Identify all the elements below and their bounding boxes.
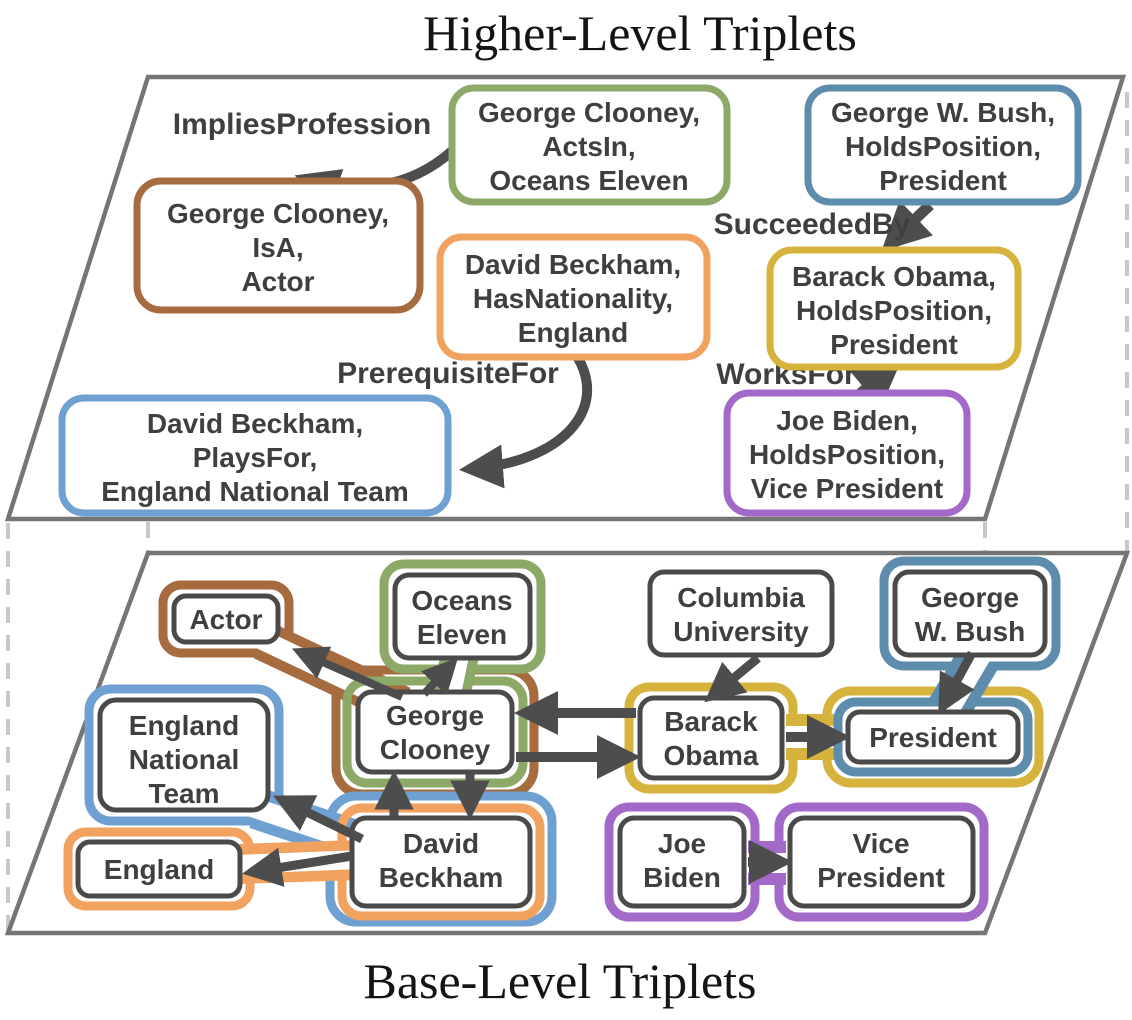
- triplet-box-obama-holds: Barack Obama, HoldsPosition, President: [766, 246, 1022, 371]
- node-oceans-eleven: Oceans Eleven: [392, 572, 533, 661]
- node-label: Beckham: [379, 862, 504, 893]
- node-england-national-team: England National Team: [97, 697, 271, 813]
- triplet-box-has-nationality: David Beckham, HasNationality, England: [436, 233, 711, 361]
- triplet-line: David Beckham,: [465, 249, 681, 280]
- node-label: University: [673, 616, 809, 647]
- node-columbia-university: Columbia University: [647, 569, 835, 658]
- node-label: Team: [148, 778, 219, 809]
- triplet-line: George Clooney,: [478, 97, 700, 128]
- triplet-box-acts-in: George Clooney, ActsIn, Oceans Eleven: [448, 84, 731, 206]
- triplet-box-bush-holds: George W. Bush, HoldsPosition, President: [804, 84, 1082, 206]
- triplet-line: Joe Biden,: [776, 405, 918, 436]
- triplet-line: HoldsPosition,: [796, 295, 992, 326]
- node-label: Joe: [658, 828, 706, 859]
- node-label: George: [386, 700, 484, 731]
- node-label: Eleven: [417, 619, 507, 650]
- triplet-line: ActsIn,: [542, 131, 635, 162]
- node-david-beckham: David Beckham: [349, 815, 533, 909]
- triplet-line: Actor: [241, 266, 314, 297]
- triplet-box-biden-holds-outline: [723, 389, 971, 517]
- triplet-line: PlaysFor,: [193, 442, 318, 473]
- edge-clooney-actor: [291, 646, 404, 701]
- triplet-line: HasNationality,: [473, 283, 673, 314]
- node-label: Barack: [664, 706, 758, 737]
- edge-beckham-england: [242, 847, 353, 887]
- node-label: President: [869, 722, 997, 753]
- node-label: Actor: [189, 604, 262, 635]
- triplet-box-bush-holds-outline: [804, 84, 1082, 206]
- edge-succeeded-by: [881, 200, 934, 252]
- node-label: David: [403, 828, 479, 859]
- triplet-box-biden-holds: Joe Biden, HoldsPosition, Vice President: [723, 389, 971, 517]
- edge-prerequisite-for: [459, 355, 593, 489]
- node-label: Clooney: [380, 734, 491, 765]
- node-president: President: [845, 709, 1021, 765]
- edge-beckham-ent: [273, 795, 364, 844]
- triplet-line: England: [518, 317, 628, 348]
- triplet-box-obama-holds-outline: [766, 246, 1022, 371]
- node-george-w-bush: George W. Bush: [892, 569, 1048, 658]
- triplet-line: David Beckham,: [147, 408, 363, 439]
- node-label: Vice: [852, 828, 909, 859]
- base-level-panel: Actor Oceans Eleven Columbia University …: [4, 550, 1131, 936]
- triplet-box-plays-for-outline: [58, 394, 452, 517]
- triplet-line: George Clooney,: [167, 198, 389, 229]
- edge-clooney-oceans: [421, 657, 459, 697]
- higher-level-title: Higher-Level Triplets: [423, 5, 857, 61]
- node-label: Oceans: [411, 585, 512, 616]
- node-england: England: [75, 839, 243, 899]
- base-level-edges: [242, 646, 976, 887]
- edge-bush-president: [938, 650, 976, 715]
- node-label: Biden: [643, 862, 721, 893]
- triplet-line: George W. Bush,: [831, 97, 1055, 128]
- triplet-box-is-a: George Clooney, IsA, Actor: [133, 177, 424, 314]
- relation-label-prerequisite-for: PrerequisiteFor: [337, 357, 559, 390]
- triplet-line: President: [879, 165, 1007, 196]
- relation-label-implies-profession: ImpliesProfession: [173, 108, 431, 141]
- node-joe-biden: Joe Biden: [617, 815, 747, 909]
- node-actor: Actor: [171, 593, 281, 645]
- node-barack-obama: Barack Obama: [637, 695, 785, 781]
- node-label: George: [921, 582, 1019, 613]
- base-level-title: Base-Level Triplets: [363, 953, 756, 1009]
- triplet-line: HoldsPosition,: [749, 439, 945, 470]
- higher-level-panel: ImpliesProfession SucceededBy Prerequisi…: [4, 74, 1127, 522]
- node-label: England: [129, 710, 239, 741]
- relation-label-succeeded-by: SucceededBy: [714, 208, 911, 241]
- triplet-box-is-a-outline: [133, 177, 424, 314]
- triplet-line: Oceans Eleven: [489, 165, 688, 196]
- node-label: W. Bush: [915, 616, 1025, 647]
- triplet-line: Vice President: [751, 473, 943, 504]
- node-label: England: [104, 854, 214, 885]
- node-vice-president: Vice President: [787, 815, 976, 909]
- node-label: National: [129, 744, 239, 775]
- edge-columbia-obama: [704, 654, 761, 703]
- triplet-line: President: [830, 329, 958, 360]
- triplet-line: Barack Obama,: [792, 261, 996, 292]
- node-george-clooney: George Clooney: [355, 689, 515, 775]
- triplet-line: HoldsPosition,: [845, 131, 1041, 162]
- node-label: President: [817, 862, 945, 893]
- node-label: Obama: [664, 740, 759, 771]
- triplet-box-acts-in-outline: [448, 84, 731, 206]
- triplet-line: IsA,: [252, 232, 303, 263]
- triplet-line: England National Team: [101, 476, 409, 507]
- triplet-box-plays-for: David Beckham, PlaysFor, England Nationa…: [58, 394, 452, 517]
- triplet-box-has-nationality-outline: [436, 233, 711, 361]
- node-label: Columbia: [677, 582, 805, 613]
